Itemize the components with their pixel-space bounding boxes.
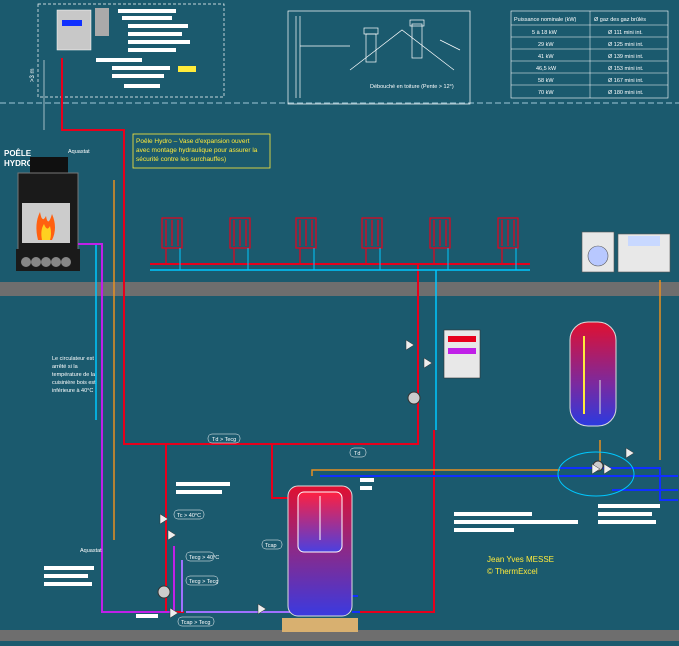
- flue-table-cell: 29 kW: [538, 42, 554, 48]
- annotation-blocks: [44, 478, 660, 618]
- stove-logs: [21, 257, 71, 267]
- temperature-tags: Td > Tecg Td Tc > 40°C Tecg > 40°C Tecg …: [68, 149, 367, 627]
- cold-water-pipes: [320, 467, 678, 613]
- expansion-note-line1: Poêle Hydro – Vase d'expansion ouvert: [136, 138, 250, 145]
- flue-table-cell: Ø 125 mini int.: [608, 42, 644, 48]
- radiator: [361, 217, 383, 249]
- tag-aquastat-tank: Aquastat: [80, 548, 102, 554]
- flue-table-header-diameter: Ø gaz des gaz brûlés: [594, 17, 646, 23]
- flue-table-cell: Ø 139 mini int.: [608, 54, 644, 60]
- control-panel: [443, 329, 481, 379]
- flue-table-cell: Ø 180 mini int.: [608, 90, 644, 96]
- floor-slab: [0, 282, 679, 296]
- tag-tecg-tc: Tecg > Tecg: [189, 579, 218, 585]
- flue-table-cell: Ø 167 mini int.: [608, 78, 644, 84]
- tag-aquastat-stove: Aquastat: [68, 149, 90, 155]
- vessel-note-highlight: [178, 66, 196, 72]
- radiator: [429, 217, 451, 249]
- expansion-vessel-detail-frame: [37, 3, 225, 98]
- washing-machine: [581, 231, 615, 273]
- flue-table-cell: 58 kW: [538, 78, 554, 84]
- circulator-note-line2: arrêté si la: [52, 364, 79, 370]
- tag-tc40: Tc > 40°C: [177, 513, 201, 519]
- tag-tcap-tecg: Tcap > Tecg: [181, 620, 210, 626]
- radiator: [295, 217, 317, 249]
- expansion-vessel: [56, 9, 92, 51]
- flue-detail-frame: [287, 10, 471, 105]
- flue-table-cell: 5 à 18 kW: [532, 30, 558, 36]
- copyright-credit: © ThermExcel: [487, 567, 538, 576]
- height-dimension-label: >3 m: [30, 68, 36, 82]
- radiator: [229, 217, 251, 249]
- flue-table-cell: Ø 153 mini int.: [608, 66, 644, 72]
- radiator: [497, 217, 519, 249]
- vessel-annotations: [96, 9, 190, 88]
- expansion-note-line3: sécurité contre les surchauffes): [136, 156, 226, 163]
- tag-tecg40: Tecg > 40°C: [189, 555, 219, 561]
- hydro-stove: [16, 157, 80, 271]
- stove-title-line2: HYDRO: [4, 159, 33, 168]
- circulator-note-line3: température de la: [52, 372, 96, 378]
- tank-return-pipes: [181, 560, 291, 613]
- author-credit: Jean Yves MESSE: [487, 555, 554, 564]
- valve-icons: [159, 339, 635, 619]
- expansion-note-line2: avec montage hydraulique pour assurer la: [136, 147, 258, 154]
- tag-td: Td: [354, 451, 360, 457]
- flue-table-cell: 46,5 kW: [536, 66, 557, 72]
- flue-table-cell: 70 kW: [538, 90, 554, 96]
- sink: [617, 233, 671, 273]
- flue-table: Puissance nominale (kW) Ø gaz des gaz br…: [510, 10, 669, 99]
- tank-base: [282, 618, 358, 632]
- vessel-water: [62, 20, 82, 26]
- stove-circuit-pipes: [78, 243, 175, 613]
- radiator: [161, 217, 183, 249]
- tag-tcap: Tcap: [265, 543, 277, 549]
- radiators: [161, 217, 519, 264]
- flue-table-header-power: Puissance nominale (kW): [514, 17, 577, 23]
- tag-td-tecg: Td > Tecg: [212, 437, 236, 443]
- mixing-valve-group: [557, 451, 635, 497]
- return-pipes: [95, 244, 530, 430]
- electric-water-heater: [569, 321, 617, 427]
- flue-table-cell: Ø 111 mini int.: [608, 30, 643, 36]
- radiator-returns: [179, 248, 517, 270]
- stove-title-line1: POÊLE: [4, 149, 32, 158]
- expansion-note-box: [132, 133, 271, 169]
- basement-floor: [0, 630, 679, 641]
- flue-drawing: [295, 16, 461, 98]
- flue-caption: Débouché en toiture (Pente > 12°): [370, 84, 454, 90]
- circulator-note-line1: Le circulateur est: [52, 356, 94, 362]
- buffer-tank: [282, 485, 358, 632]
- circulator-note-line4: cuisinière bois est: [52, 380, 96, 386]
- circulator-note-line5: inférieure à 40°C: [52, 388, 93, 394]
- flue-table-cell: 41 kW: [538, 54, 554, 60]
- dhw-loop-pipes: [113, 180, 661, 540]
- vessel-fittings: [95, 8, 109, 36]
